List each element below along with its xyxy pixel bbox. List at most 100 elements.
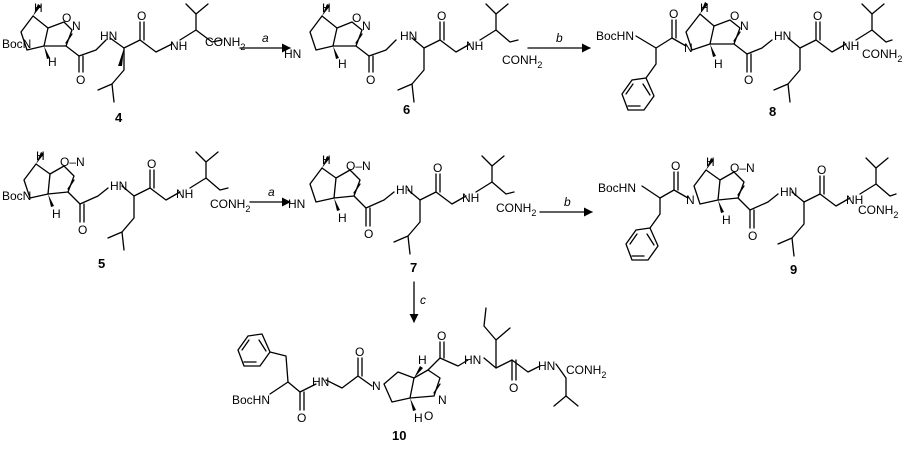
compound-7-structure bbox=[309, 155, 515, 255]
compound-6-labels: HN H H O N O HN O NH CONH2 bbox=[284, 1, 542, 87]
atom-o: O bbox=[355, 345, 364, 359]
atom-conh2: CONH2 bbox=[496, 201, 536, 218]
compound-4-structure bbox=[20, 3, 223, 103]
atom-o: O bbox=[147, 157, 156, 171]
atom-h: H bbox=[52, 207, 61, 221]
compound-10-labels: BocHN HN O O N H H N O O HN O HN CONH2 bbox=[232, 329, 606, 425]
compound-number-4: 4 bbox=[115, 110, 123, 125]
atom-boc-hn: BocHN bbox=[232, 393, 270, 407]
atom-hn: HN bbox=[288, 197, 305, 211]
atom-nh: NH bbox=[466, 39, 483, 53]
atom-n: N bbox=[740, 19, 749, 33]
atom-hn: HN bbox=[100, 29, 117, 43]
compound-9-structure bbox=[625, 157, 897, 261]
atom-o: O bbox=[817, 163, 826, 177]
atom-o: O bbox=[62, 11, 71, 25]
atom-boc-hn: BocHN bbox=[598, 181, 636, 195]
compound-6-structure bbox=[309, 3, 519, 103]
atom-o: O bbox=[78, 223, 87, 237]
atom-h: H bbox=[48, 55, 57, 69]
compound-number-9: 9 bbox=[790, 262, 797, 277]
arrow-7-to-9: b bbox=[539, 195, 593, 217]
atom-o-n: O–N bbox=[60, 155, 85, 169]
atom-nh: NH bbox=[846, 193, 863, 207]
atom-nh: NH bbox=[842, 39, 859, 53]
atom-h: H bbox=[322, 1, 331, 15]
atom-hn: HN bbox=[284, 47, 301, 61]
compound-8-structure bbox=[621, 2, 893, 111]
atom-conh2: CONH2 bbox=[862, 47, 902, 64]
atom-o: O bbox=[669, 7, 678, 21]
atom-o: O bbox=[364, 227, 373, 241]
compound-8-labels: BocHN O N H H O N O HN O NH CONH2 bbox=[596, 1, 902, 87]
atom-h: H bbox=[322, 153, 331, 167]
atom-nh: NH bbox=[176, 187, 193, 201]
atom-nh: HN bbox=[312, 375, 329, 389]
compound-10-structure bbox=[237, 307, 579, 411]
atom-hn: HN bbox=[396, 183, 413, 197]
atom-hn: HN bbox=[110, 179, 127, 193]
atom-boc-n: BocN bbox=[2, 189, 31, 203]
atom-hn: HN bbox=[780, 185, 797, 199]
atom-conh2: CONH2 bbox=[205, 35, 245, 52]
atom-n: N bbox=[438, 393, 447, 407]
atom-o: O bbox=[297, 411, 306, 425]
atom-o: O bbox=[76, 73, 85, 87]
atom-h: H bbox=[36, 149, 45, 163]
atom-conh2: CONH2 bbox=[858, 203, 898, 220]
compound-number-5: 5 bbox=[98, 256, 105, 271]
atom-o: O bbox=[352, 11, 361, 25]
atom-o: O bbox=[813, 9, 822, 23]
arrow-6-to-8: b bbox=[527, 31, 591, 53]
atom-h: H bbox=[414, 411, 423, 425]
atom-n: N bbox=[372, 379, 381, 393]
atom-h: H bbox=[700, 1, 709, 15]
atom-o: O bbox=[509, 381, 518, 395]
compound-number-8: 8 bbox=[769, 104, 776, 119]
condition-label: b bbox=[556, 31, 563, 45]
atom-n: N bbox=[686, 193, 695, 207]
atom-h: H bbox=[338, 211, 347, 225]
compound-9-labels: BocHN O N H H O–N O HN O NH CONH2 bbox=[598, 155, 898, 243]
atom-o: O bbox=[730, 9, 739, 23]
atom-h: H bbox=[418, 353, 427, 367]
atom-o: O bbox=[744, 73, 753, 87]
atom-n: N bbox=[362, 19, 371, 33]
atom-hn: HN bbox=[464, 353, 481, 367]
atom-boc-n: BocN bbox=[2, 37, 31, 51]
compound-number-10: 10 bbox=[392, 428, 406, 443]
compound-number-7: 7 bbox=[410, 260, 417, 275]
atom-o: O bbox=[137, 9, 146, 23]
atom-o: O bbox=[437, 9, 446, 23]
atom-hn: HN bbox=[774, 29, 791, 43]
compound-7-labels: HN H H O–N O HN O NH CONH2 bbox=[288, 153, 536, 241]
atom-o: O bbox=[433, 161, 442, 175]
atom-o: O bbox=[748, 229, 757, 243]
atom-conh2: CONH2 bbox=[210, 197, 250, 214]
atom-nh: NH bbox=[462, 191, 479, 205]
atom-o: O bbox=[437, 329, 446, 343]
condition-label: a bbox=[268, 185, 275, 199]
condition-label: a bbox=[262, 31, 269, 45]
atom-conh2: CONH2 bbox=[566, 363, 606, 380]
atom-n: N bbox=[684, 41, 693, 55]
atom-conh2: CONH2 bbox=[502, 53, 542, 70]
atom-h: H bbox=[338, 57, 347, 71]
atom-h: H bbox=[34, 1, 43, 15]
atom-hn: HN bbox=[400, 29, 417, 43]
condition-label: c bbox=[420, 293, 426, 307]
atom-hn: HN bbox=[538, 359, 555, 373]
arrow-5-to-7: a bbox=[249, 185, 291, 207]
atom-h: H bbox=[714, 57, 723, 71]
atom-n: N bbox=[72, 19, 81, 33]
atom-o: O bbox=[671, 159, 680, 173]
atom-boc-hn: BocHN bbox=[596, 29, 634, 43]
atom-o: O bbox=[366, 73, 375, 87]
atom-nh: NH bbox=[170, 39, 187, 53]
atom-o-n: O–N bbox=[346, 159, 371, 173]
atom-o-n: O–N bbox=[730, 161, 755, 175]
arrow-4-to-6: a bbox=[239, 31, 291, 53]
atom-o: O bbox=[424, 409, 433, 423]
compound-5-labels: BocN H H O–N O HN O NH CONH2 bbox=[2, 149, 250, 237]
